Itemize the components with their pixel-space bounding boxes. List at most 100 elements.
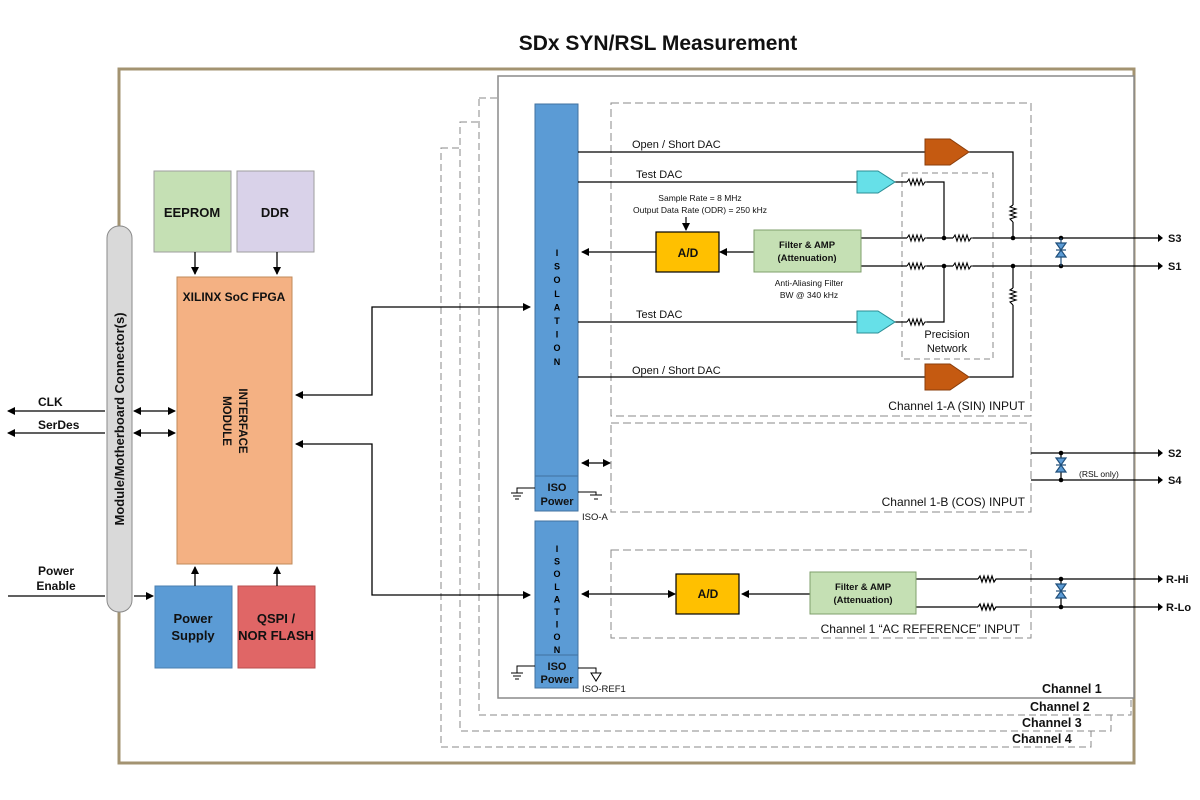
sample-rate-label: Sample Rate = 8 MHz — [658, 193, 741, 203]
diagram-title: SDx SYN/RSL Measurement — [519, 32, 798, 55]
ad-converter-ref — [675, 573, 740, 615]
iso-a-label: ISO-A — [582, 512, 609, 523]
terminal-s2: S2 — [1168, 448, 1181, 460]
isolation-a-letter-8: N — [554, 357, 561, 367]
iso-power-ref-label-1: ISO — [548, 661, 567, 673]
power-enable-label-1: Power — [38, 564, 74, 578]
iso-ref1-label: ISO-REF1 — [582, 684, 626, 695]
filter-amp-ref-label-2: (Attenuation) — [833, 595, 892, 606]
open-short-dac-top-label: Open / Short DAC — [632, 139, 721, 151]
connector-label: Module/Motherboard Connector(s) — [112, 312, 127, 525]
channel-1a-label: Channel 1-A (SIN) INPUT — [888, 399, 1025, 413]
module-interface-label-2: INTERFACE — [236, 388, 248, 454]
odr-label: Output Data Rate (ODR) = 250 kHz — [633, 205, 767, 215]
power-supply-label-2: Supply — [171, 628, 215, 643]
channel-1b-label: Channel 1-B (COS) INPUT — [882, 495, 1026, 509]
test-dac-bottom-label: Test DAC — [636, 309, 683, 321]
filter-amp-a-label-2: (Attenuation) — [777, 253, 836, 264]
power-enable-label-2: Enable — [36, 579, 76, 593]
aa-filter-label-1: Anti-Aliasing Filter — [775, 278, 844, 288]
ac-reference-wiring — [581, 574, 1158, 612]
isolation-ref-letter-8: N — [554, 645, 561, 655]
isolation-a-letter-6: I — [556, 330, 559, 340]
qspi-label-1: QSPI / — [257, 611, 296, 626]
power-supply-label-1: Power — [173, 611, 212, 626]
qspi-block — [237, 585, 316, 669]
isolation-ref-letter-1: S — [554, 557, 560, 567]
isolation-ref-letter-3: L — [554, 582, 560, 592]
isolation-bar-a — [534, 103, 579, 512]
test-dac-top-icon — [856, 170, 896, 194]
module-interface-label-1: MODULE — [220, 396, 232, 446]
qspi-label-2: NOR FLASH — [238, 628, 314, 643]
ddr-block — [236, 170, 315, 253]
isolation-bar-ref — [534, 520, 579, 689]
channel-1a-block — [610, 102, 1032, 417]
precision-network-label-2: Network — [927, 343, 968, 355]
channel-1b-junctions — [1058, 450, 1064, 483]
test-dac-bottom-icon — [856, 310, 896, 334]
isolation-a-letter-0: I — [556, 248, 559, 258]
terminal-arrows — [1158, 234, 1163, 611]
ground-symbols — [511, 487, 602, 682]
iso-power-a-label-1: ISO — [548, 482, 567, 494]
fpga-block — [176, 276, 293, 565]
clk-label: CLK — [38, 395, 63, 409]
isolation-a-letter-3: L — [554, 289, 560, 299]
ad-converter-a — [655, 231, 720, 273]
channel-1b-wiring — [1031, 452, 1158, 481]
terminal-rhi: R-Hi — [1166, 574, 1189, 586]
terminal-s4: S4 — [1168, 475, 1182, 487]
filter-amp-a — [753, 229, 862, 273]
isolation-a-letter-5: T — [554, 316, 560, 326]
isolation-a-letter-1: S — [554, 262, 560, 272]
open-short-dac-bottom-icon — [924, 363, 970, 391]
ac-reference-junctions — [1058, 576, 1064, 610]
channel-1a-resistors — [906, 177, 1018, 327]
channel-1-label: Channel 1 — [1042, 682, 1102, 696]
isolation-a-letter-4: A — [554, 302, 561, 312]
power-supply-block — [154, 585, 233, 669]
channel-1b-block — [610, 422, 1032, 513]
iso-power-ref-label-2: Power — [540, 674, 574, 686]
aa-filter-label-2: BW @ 340 kHz — [780, 290, 838, 300]
rsl-only-label: (RSL only) — [1079, 469, 1119, 479]
ad-converter-a-label: A/D — [678, 246, 699, 260]
open-short-dac-top-icon — [924, 138, 970, 166]
ac-reference-label: Channel 1 “AC REFERENCE” INPUT — [821, 622, 1021, 636]
isolation-ref-letter-5: T — [554, 607, 560, 617]
isolation-ref-letter-2: O — [553, 569, 560, 579]
tvs-diodes — [1054, 238, 1068, 607]
eeprom-block — [153, 170, 232, 253]
filter-amp-ref — [809, 571, 917, 615]
isolation-ref-letter-0: I — [556, 544, 559, 554]
external-signals — [7, 407, 176, 600]
isolation-ref-letter-7: O — [553, 632, 560, 642]
iso-power-a-label-2: Power — [540, 496, 574, 508]
isolation-ref-letter-6: I — [556, 620, 559, 630]
open-short-dac-bottom-label: Open / Short DAC — [632, 365, 721, 377]
isolation-a-letter-7: O — [553, 343, 560, 353]
channel-1a-wiring — [578, 151, 1158, 378]
isolation-a-letter-2: O — [553, 275, 560, 285]
filter-amp-ref-label-1: Filter & AMP — [835, 582, 892, 593]
eeprom-label: EEPROM — [164, 205, 220, 220]
precision-network-label-1: Precision — [924, 329, 969, 341]
fpga-label: XILINX SoC FPGA — [183, 290, 286, 304]
fpga-connections — [191, 252, 281, 586]
serdes-label: SerDes — [38, 418, 80, 432]
filter-amp-a-label-1: Filter & AMP — [779, 240, 836, 251]
isolation-ref-letter-4: A — [554, 594, 561, 604]
test-dac-top-label: Test DAC — [636, 169, 683, 181]
channel-3-label: Channel 3 — [1022, 716, 1082, 730]
terminal-rlo: R-Lo — [1166, 602, 1191, 614]
channel-4-label: Channel 4 — [1012, 732, 1072, 746]
ad-converter-ref-label: A/D — [698, 587, 719, 601]
isolation-links — [295, 303, 611, 599]
terminal-s1: S1 — [1168, 261, 1181, 273]
motherboard-connector — [106, 225, 133, 613]
channel-2-label: Channel 2 — [1030, 700, 1090, 714]
